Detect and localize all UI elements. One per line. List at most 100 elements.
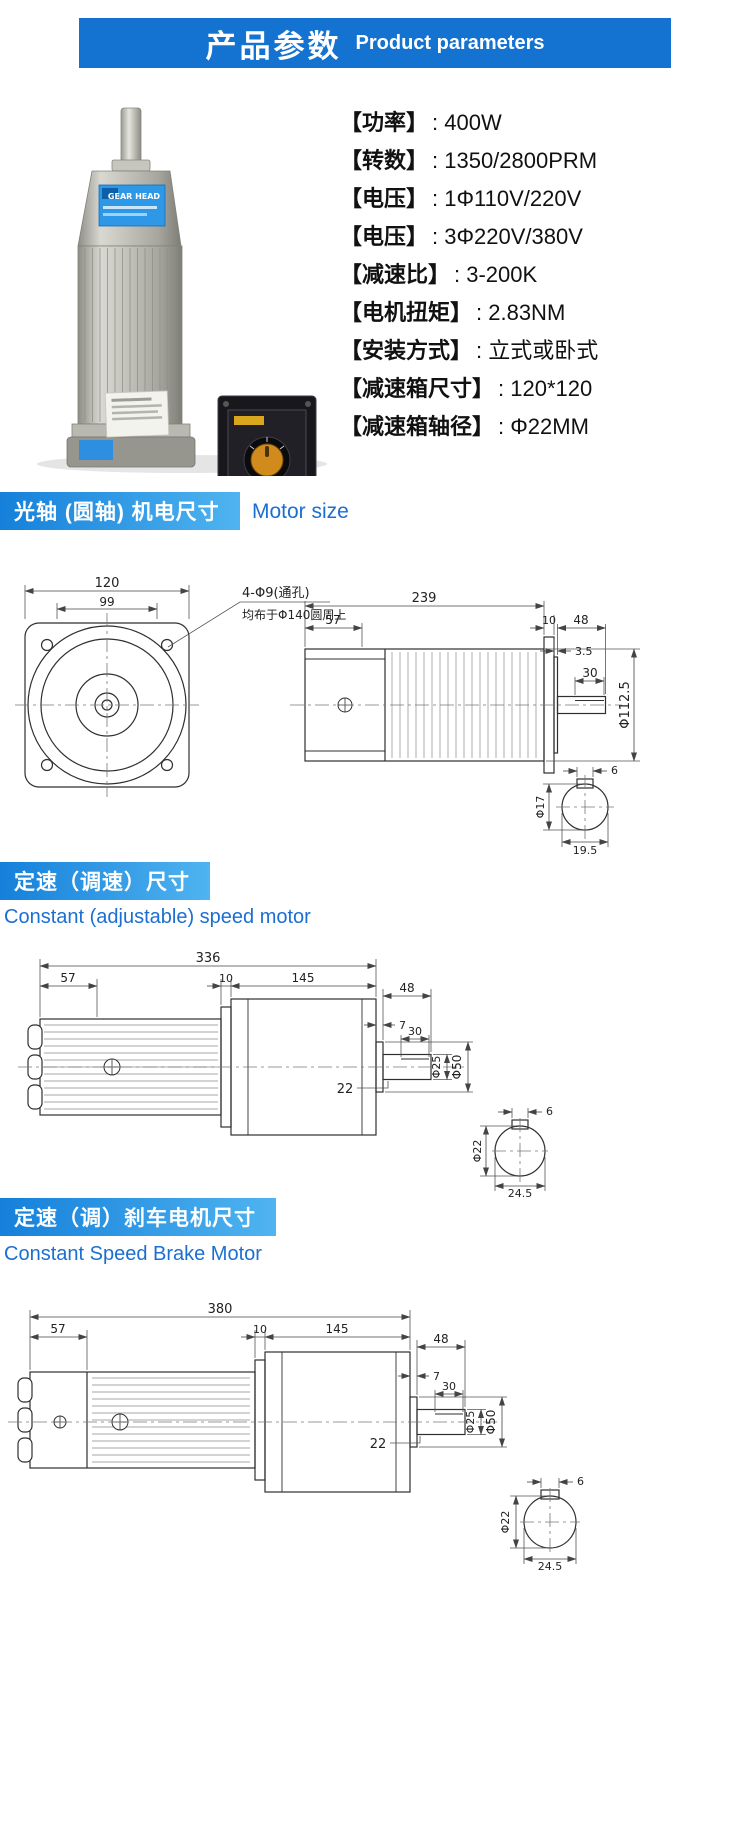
dim-plate: 10	[219, 972, 233, 985]
holes-note: 4-Φ9(通孔)	[242, 586, 310, 601]
dim-key-width: 6	[611, 764, 618, 777]
holes-note2: 均布于Φ140圆周上	[242, 608, 346, 622]
detail-dia: Φ22	[471, 1140, 484, 1163]
dim-overall: 380	[208, 1302, 233, 1317]
front-view-dims	[24, 585, 330, 648]
dim-plate: 10	[542, 614, 556, 627]
dim-lip: 7	[399, 1019, 406, 1032]
drawing1-labels: 120 99 4-Φ9(通孔) 均布于Φ140圆周上 239 57 10 48 …	[95, 576, 633, 857]
motor-outline	[27, 1018, 222, 1116]
param-label: 【减速比】	[340, 262, 451, 287]
page-title-en: Product parameters	[355, 31, 545, 54]
shaft-detail-dims	[510, 1478, 577, 1564]
section-subtitle-speed: Constant (adjustable) speed motor	[4, 906, 311, 928]
param-label: 【电压】	[340, 186, 429, 211]
section-title: 定速（调）刹车电机尺寸	[14, 1207, 256, 1230]
dim-overall: 239	[412, 591, 437, 606]
page-title: 产品参数	[205, 28, 342, 64]
drawing-motor-size: 120 99 4-Φ9(通孔) 均布于Φ140圆周上 239 57 10 48 …	[15, 576, 640, 857]
section-title: 光轴 (圆轴) 机电尺寸	[14, 501, 220, 524]
section-subtitle-motor-size: Motor size	[252, 500, 349, 523]
dim-gearbox: 145	[292, 971, 315, 985]
param-value: : 3-200K	[454, 262, 538, 287]
section-subtitle-brake: Constant Speed Brake Motor	[4, 1243, 262, 1265]
dim-key-len: 30	[442, 1380, 456, 1393]
dims	[39, 959, 473, 1093]
dim-shaft-dia: Φ25	[464, 1411, 477, 1434]
param-value: : 3Φ220V/380V	[432, 224, 583, 249]
param-row: 【减速箱轴径】: Φ22MM	[340, 414, 598, 439]
controller-brand-label	[234, 416, 264, 425]
param-value: : 1350/2800PRM	[432, 148, 598, 173]
detail-key-width: 6	[546, 1105, 553, 1118]
param-row: 【功率】: 400W	[340, 110, 598, 135]
param-label: 【电机扭矩】	[340, 300, 473, 325]
parameter-list: 【功率】: 400W 【转数】: 1350/2800PRM 【电压】: 1Φ11…	[340, 110, 598, 439]
shaft-detail-centerlines	[556, 775, 614, 839]
gear-motor-image: GEAR HEAD	[66, 107, 196, 468]
param-label: 【转数】	[340, 148, 429, 173]
dim-gearbox: 145	[326, 1322, 349, 1336]
drawing-brake: 380 57 10 145 48 7 30 Φ25 Φ50 22 Φ22 24.…	[8, 1302, 584, 1572]
param-value: : 立式或卧式	[476, 338, 599, 363]
nameplate-label	[104, 390, 170, 438]
shaft-detail-centerlines	[520, 1488, 580, 1554]
dim-flange-width: 120	[95, 576, 120, 591]
dim-lip: 3.5	[575, 645, 593, 658]
dim-key-len: 30	[408, 1025, 422, 1038]
gearhead-sticker-label: GEAR HEAD	[108, 192, 161, 201]
section-title: 定速（调速）尺寸	[14, 871, 190, 894]
motor-output-shaft	[120, 107, 142, 165]
knob-ticks	[249, 437, 285, 450]
param-row: 【安装方式】: 立式或卧式	[340, 338, 598, 363]
param-row: 【减速比】: 3-200K	[340, 262, 598, 287]
section-header-motor-size: 光轴 (圆轴) 机电尺寸	[0, 492, 240, 530]
dim-plate: 10	[253, 1323, 267, 1336]
dim-inner-width: 99	[99, 595, 114, 609]
param-row: 【电机扭矩】: 2.83NM	[340, 300, 598, 325]
section-header-brake: 定速（调）刹车电机尺寸	[0, 1198, 276, 1236]
dim-shaft-len: 48	[573, 613, 588, 627]
dim-22: 22	[370, 1437, 387, 1452]
detail-dia: Φ22	[499, 1511, 512, 1534]
dim-key-len: 30	[582, 666, 597, 680]
dim-left: 57	[60, 971, 75, 985]
dim-shaft-dia: Φ17	[534, 796, 547, 819]
header-banner: 产品参数 Product parameters	[79, 18, 671, 68]
drawing3-labels: 380 57 10 145 48 7 30 Φ25 Φ50 22 Φ22 24.…	[50, 1302, 584, 1572]
dims	[29, 1310, 507, 1448]
param-label: 【功率】	[340, 110, 429, 135]
side-view-dims	[304, 601, 640, 762]
param-value: : 120*120	[498, 376, 593, 401]
shaft-detail-dims	[543, 767, 609, 847]
dim-lip: 7	[433, 1370, 440, 1383]
side-view-fins	[391, 652, 537, 758]
dim-body-dia: Φ112.5	[618, 681, 633, 728]
param-value: : 1Φ110V/220V	[432, 186, 582, 211]
dim-overall: 336	[196, 951, 221, 966]
param-label: 【电压】	[340, 224, 429, 249]
dim-boss-dia: Φ50	[484, 1410, 498, 1435]
param-row: 【电压】: 1Φ110V/220V	[340, 186, 598, 211]
speed-knob	[250, 443, 284, 476]
product-photo: GEAR HEAD	[37, 107, 327, 476]
dim-shaft-len: 48	[433, 1332, 448, 1346]
dim-left: 57	[50, 1322, 65, 1336]
param-row: 【转数】: 1350/2800PRM	[340, 148, 598, 173]
detail-height: 24.5	[538, 1560, 563, 1572]
dim-shaft-dia: Φ25	[430, 1056, 443, 1079]
param-label: 【减速箱轴径】	[340, 414, 495, 439]
motor-fins	[44, 1024, 218, 1110]
motor-fins	[92, 1377, 250, 1463]
dim-22: 22	[337, 1082, 354, 1097]
param-label: 【安装方式】	[340, 338, 473, 363]
drawing2-labels: 336 57 10 145 48 7 30 Φ25 Φ50 22 Φ22 24.…	[60, 951, 553, 1200]
shaft-detail-dims	[480, 1108, 546, 1191]
param-row: 【减速箱尺寸】: 120*120	[340, 376, 598, 401]
motor-fins	[84, 248, 176, 422]
front-view-centerlines	[15, 613, 199, 797]
base-sticker	[79, 440, 113, 460]
detail-key-width: 6	[577, 1475, 584, 1488]
dim-boss-dia: Φ50	[450, 1055, 464, 1080]
param-label: 【减速箱尺寸】	[340, 376, 495, 401]
